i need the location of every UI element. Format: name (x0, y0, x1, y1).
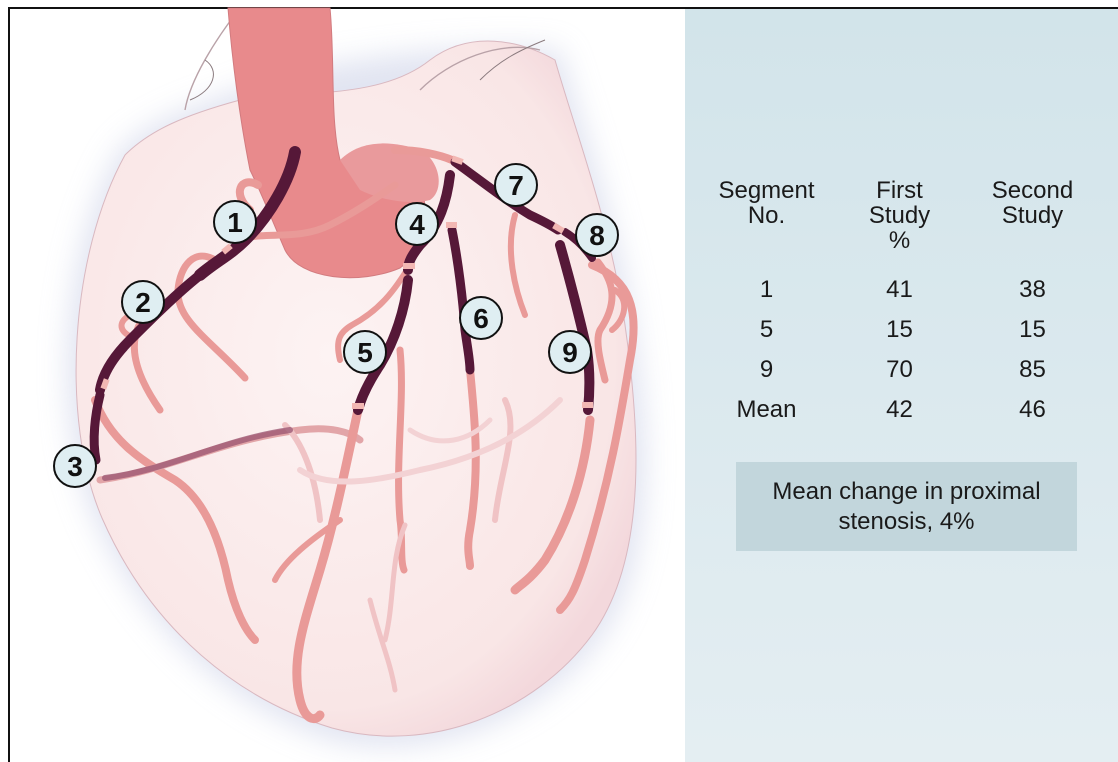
segment-number-1: 1 (227, 207, 243, 238)
segment-label-1: 1 (214, 201, 256, 243)
segment-number-4: 4 (409, 209, 425, 240)
segment-number-8: 8 (589, 220, 605, 251)
cell-first: 70 (833, 350, 966, 390)
cell-second: 46 (966, 390, 1099, 430)
segment-label-2: 2 (122, 281, 164, 323)
segment-number-9: 9 (562, 337, 578, 368)
table-row: 5 15 15 (700, 310, 1100, 350)
cell-segment: 9 (700, 350, 833, 390)
cell-first: 15 (833, 310, 966, 350)
table-row: Mean 42 46 (700, 390, 1100, 430)
segment-label-6: 6 (460, 297, 502, 339)
segment-label-4: 4 (396, 203, 438, 245)
table-row: 9 70 85 (700, 350, 1100, 390)
segment-label-3: 3 (54, 445, 96, 487)
segment-label-8: 8 (576, 214, 618, 256)
segment-number-5: 5 (357, 337, 373, 368)
heart-body (76, 41, 636, 736)
cell-segment: Mean (700, 390, 833, 430)
segment-label-9: 9 (549, 331, 591, 373)
segment-number-2: 2 (135, 287, 151, 318)
cell-second: 85 (966, 350, 1099, 390)
cell-second: 38 (966, 270, 1099, 310)
table-row: 1 41 38 (700, 270, 1100, 310)
summary-text: Mean change in proximal stenosis, 4% (757, 477, 1057, 537)
segment-number-7: 7 (508, 170, 524, 201)
segment-number-6: 6 (473, 303, 489, 334)
cell-second: 15 (966, 310, 1099, 350)
summary-box: Mean change in proximal stenosis, 4% (736, 462, 1077, 551)
segment-label-5: 5 (344, 331, 386, 373)
cell-segment: 1 (700, 270, 833, 310)
segment-number-3: 3 (67, 451, 83, 482)
cell-segment: 5 (700, 310, 833, 350)
cell-first: 42 (833, 390, 966, 430)
cell-first: 41 (833, 270, 966, 310)
segment-label-7: 7 (495, 164, 537, 206)
